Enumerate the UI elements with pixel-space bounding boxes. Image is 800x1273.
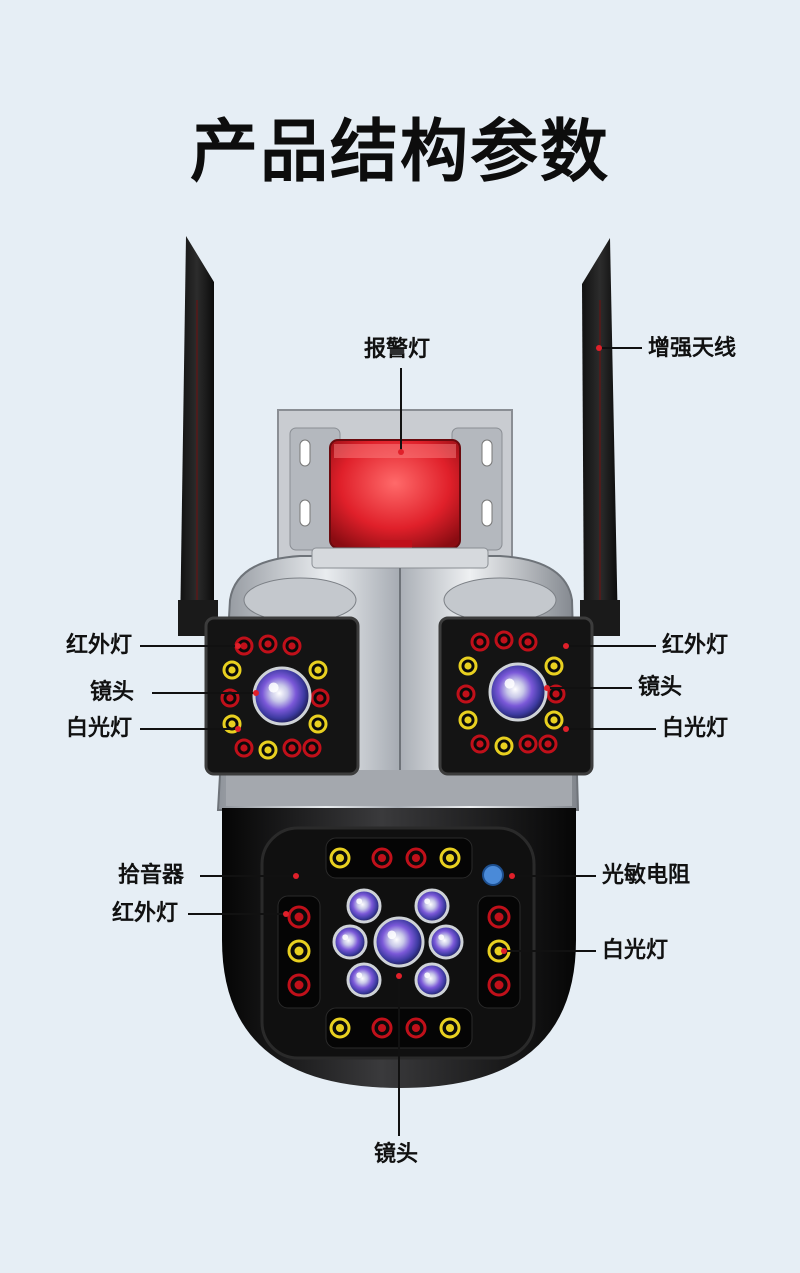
- camera-lens: [414, 962, 450, 998]
- camera-lens: [414, 888, 450, 924]
- led-core: [377, 853, 387, 863]
- led-core: [544, 740, 552, 748]
- led-core: [494, 946, 504, 956]
- lens-highlight: [504, 678, 515, 689]
- led-core: [308, 744, 316, 752]
- led-core: [228, 720, 236, 728]
- led-core: [226, 694, 234, 702]
- label-ir-light-left: 红外灯: [66, 633, 133, 658]
- lens-highlight: [424, 972, 431, 979]
- led-core: [240, 744, 248, 752]
- led-core: [464, 662, 472, 670]
- led-core: [377, 1023, 387, 1033]
- led-core: [228, 666, 236, 674]
- led-core: [264, 746, 272, 754]
- led-core: [264, 640, 272, 648]
- label-ir-light-bottom: 红外灯: [112, 901, 179, 926]
- led-core: [464, 716, 472, 724]
- label-antenna: 增强天线: [648, 336, 737, 361]
- led-core: [288, 642, 296, 650]
- camera-lens: [428, 924, 464, 960]
- led-group: [220, 630, 566, 1039]
- led-core: [494, 980, 504, 990]
- label-ir-light-right: 红外灯: [662, 633, 729, 658]
- led-core: [294, 980, 304, 990]
- lens-highlight: [356, 898, 363, 905]
- label-lens-right: 镜头: [638, 675, 683, 700]
- led-core: [445, 853, 455, 863]
- lens-group: [252, 662, 548, 998]
- lens-highlight: [424, 898, 431, 905]
- camera-lens: [488, 662, 548, 722]
- label-microphone: 拾音器: [118, 863, 185, 888]
- led-core: [294, 946, 304, 956]
- label-lens-left: 镜头: [90, 680, 135, 705]
- led-core: [550, 662, 558, 670]
- led-core: [314, 720, 322, 728]
- led-core: [316, 694, 324, 702]
- led-core: [288, 744, 296, 752]
- led-core: [476, 740, 484, 748]
- camera-lens: [373, 916, 425, 968]
- lens-highlight: [356, 972, 363, 979]
- led-core: [240, 642, 248, 650]
- camera-lens: [252, 666, 312, 726]
- leader-dots: [235, 345, 602, 979]
- led-core: [550, 716, 558, 724]
- label-white-light-left: 白光灯: [66, 716, 133, 741]
- led-core: [335, 853, 345, 863]
- led-core: [494, 912, 504, 922]
- led-core: [476, 638, 484, 646]
- label-white-light-right: 白光灯: [662, 716, 729, 741]
- leader-lines: [140, 347, 656, 1136]
- led-core: [500, 636, 508, 644]
- led-core: [335, 1023, 345, 1033]
- label-alarm-light: 报警灯: [364, 337, 431, 362]
- label-lens-bottom: 镜头: [374, 1142, 419, 1167]
- lens-highlight: [387, 930, 397, 940]
- photoresistor-sensor: [482, 864, 504, 886]
- led-core: [411, 1023, 421, 1033]
- led-core: [294, 912, 304, 922]
- lens-highlight: [268, 682, 279, 693]
- led-core: [524, 638, 532, 646]
- label-photoresistor: 光敏电阻: [602, 863, 691, 888]
- camera-lens: [346, 962, 382, 998]
- led-core: [445, 1023, 455, 1033]
- led-core: [500, 742, 508, 750]
- led-core: [552, 690, 560, 698]
- camera-lens: [346, 888, 382, 924]
- label-white-light-bottom: 白光灯: [602, 938, 669, 963]
- page-title: 产品结构参数: [189, 113, 610, 192]
- camera-lens: [332, 924, 368, 960]
- led-core: [524, 740, 532, 748]
- led-core: [314, 666, 322, 674]
- led-core: [411, 853, 421, 863]
- lens-highlight: [342, 934, 349, 941]
- led-core: [462, 690, 470, 698]
- lens-highlight: [438, 934, 445, 941]
